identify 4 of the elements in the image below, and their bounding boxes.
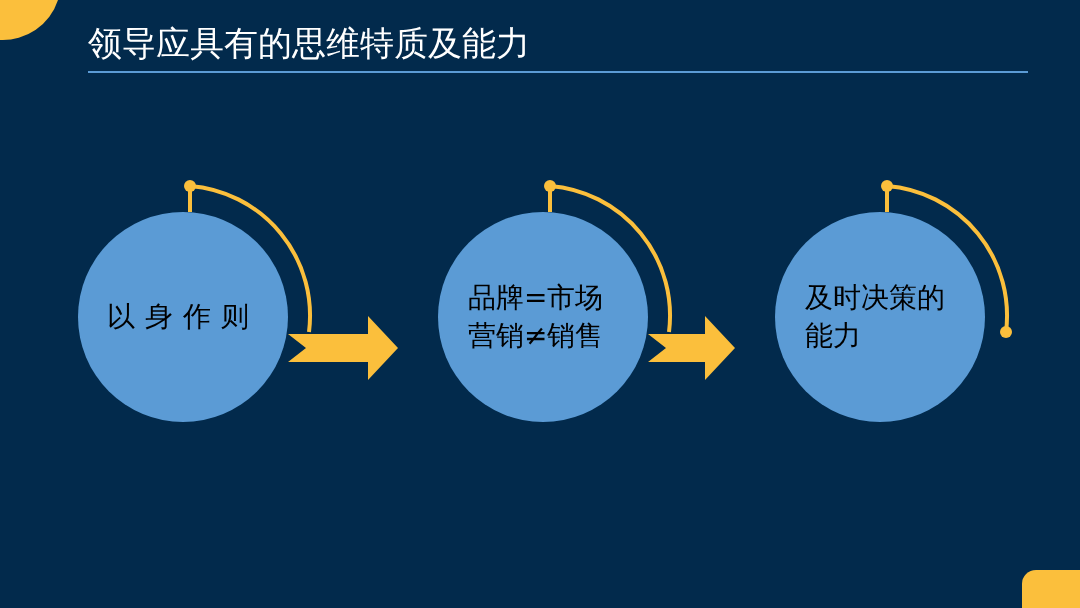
title: 领导应具有的思维特质及能力: [88, 22, 530, 65]
node-text: 及时决策的能力: [805, 280, 946, 354]
node-text: 品牌=市场营销≠销售: [468, 280, 605, 354]
node-text: 以身作则: [107, 299, 259, 335]
